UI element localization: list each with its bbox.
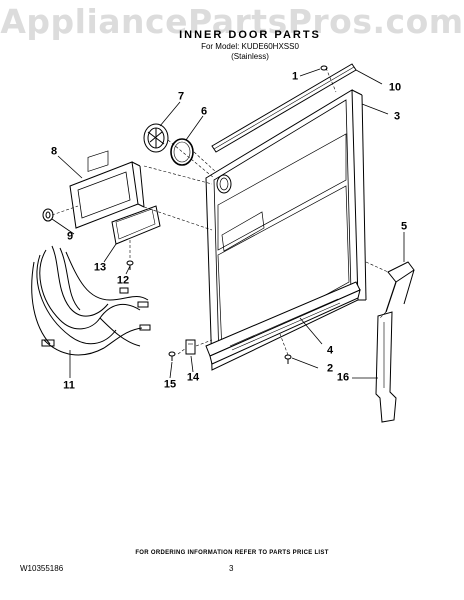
callout-5: 5 — [400, 220, 408, 233]
page-number: 3 — [229, 564, 234, 573]
leader-lines — [51, 68, 405, 379]
callout-2: 2 — [326, 362, 334, 375]
document-number: W10355186 — [20, 564, 64, 573]
door-clip — [185, 339, 196, 355]
alignment-lines — [51, 67, 389, 356]
callout-3: 3 — [393, 110, 401, 123]
callout-8: 8 — [50, 145, 58, 158]
bottom-trim — [205, 281, 361, 365]
callout-7: 7 — [177, 90, 185, 103]
ordering-note: FOR ORDERING INFORMATION REFER TO PARTS … — [135, 550, 329, 556]
model-line: For Model: KUDE60HXSS0 — [201, 42, 299, 51]
callout-6: 6 — [200, 105, 208, 118]
callout-13: 13 — [93, 261, 107, 274]
screw — [126, 260, 134, 270]
page-title: INNER DOOR PARTS — [179, 29, 321, 41]
vent-gasket — [170, 138, 194, 166]
callout-16: 16 — [336, 371, 350, 384]
watermark: AppliancePartsPros.com — [0, 2, 464, 41]
wire-harness — [31, 245, 151, 356]
housing-fastener — [42, 208, 54, 222]
model-variant: (Stainless) — [231, 52, 269, 61]
callout-12: 12 — [116, 274, 130, 287]
hinge-bracket — [385, 261, 415, 313]
callout-15: 15 — [163, 378, 177, 391]
callout-11: 11 — [63, 379, 75, 392]
callout-4: 4 — [326, 344, 334, 357]
callout-1: 1 — [291, 70, 299, 83]
callout-14: 14 — [186, 371, 200, 384]
control-housing — [69, 150, 145, 229]
hinge-arm — [375, 311, 397, 423]
vent-assembly — [143, 123, 169, 153]
callout-10: 10 — [388, 81, 402, 94]
clip-screw — [168, 351, 176, 361]
control-gasket — [111, 205, 161, 245]
callout-9: 9 — [66, 230, 74, 243]
trim-screw — [284, 354, 292, 364]
